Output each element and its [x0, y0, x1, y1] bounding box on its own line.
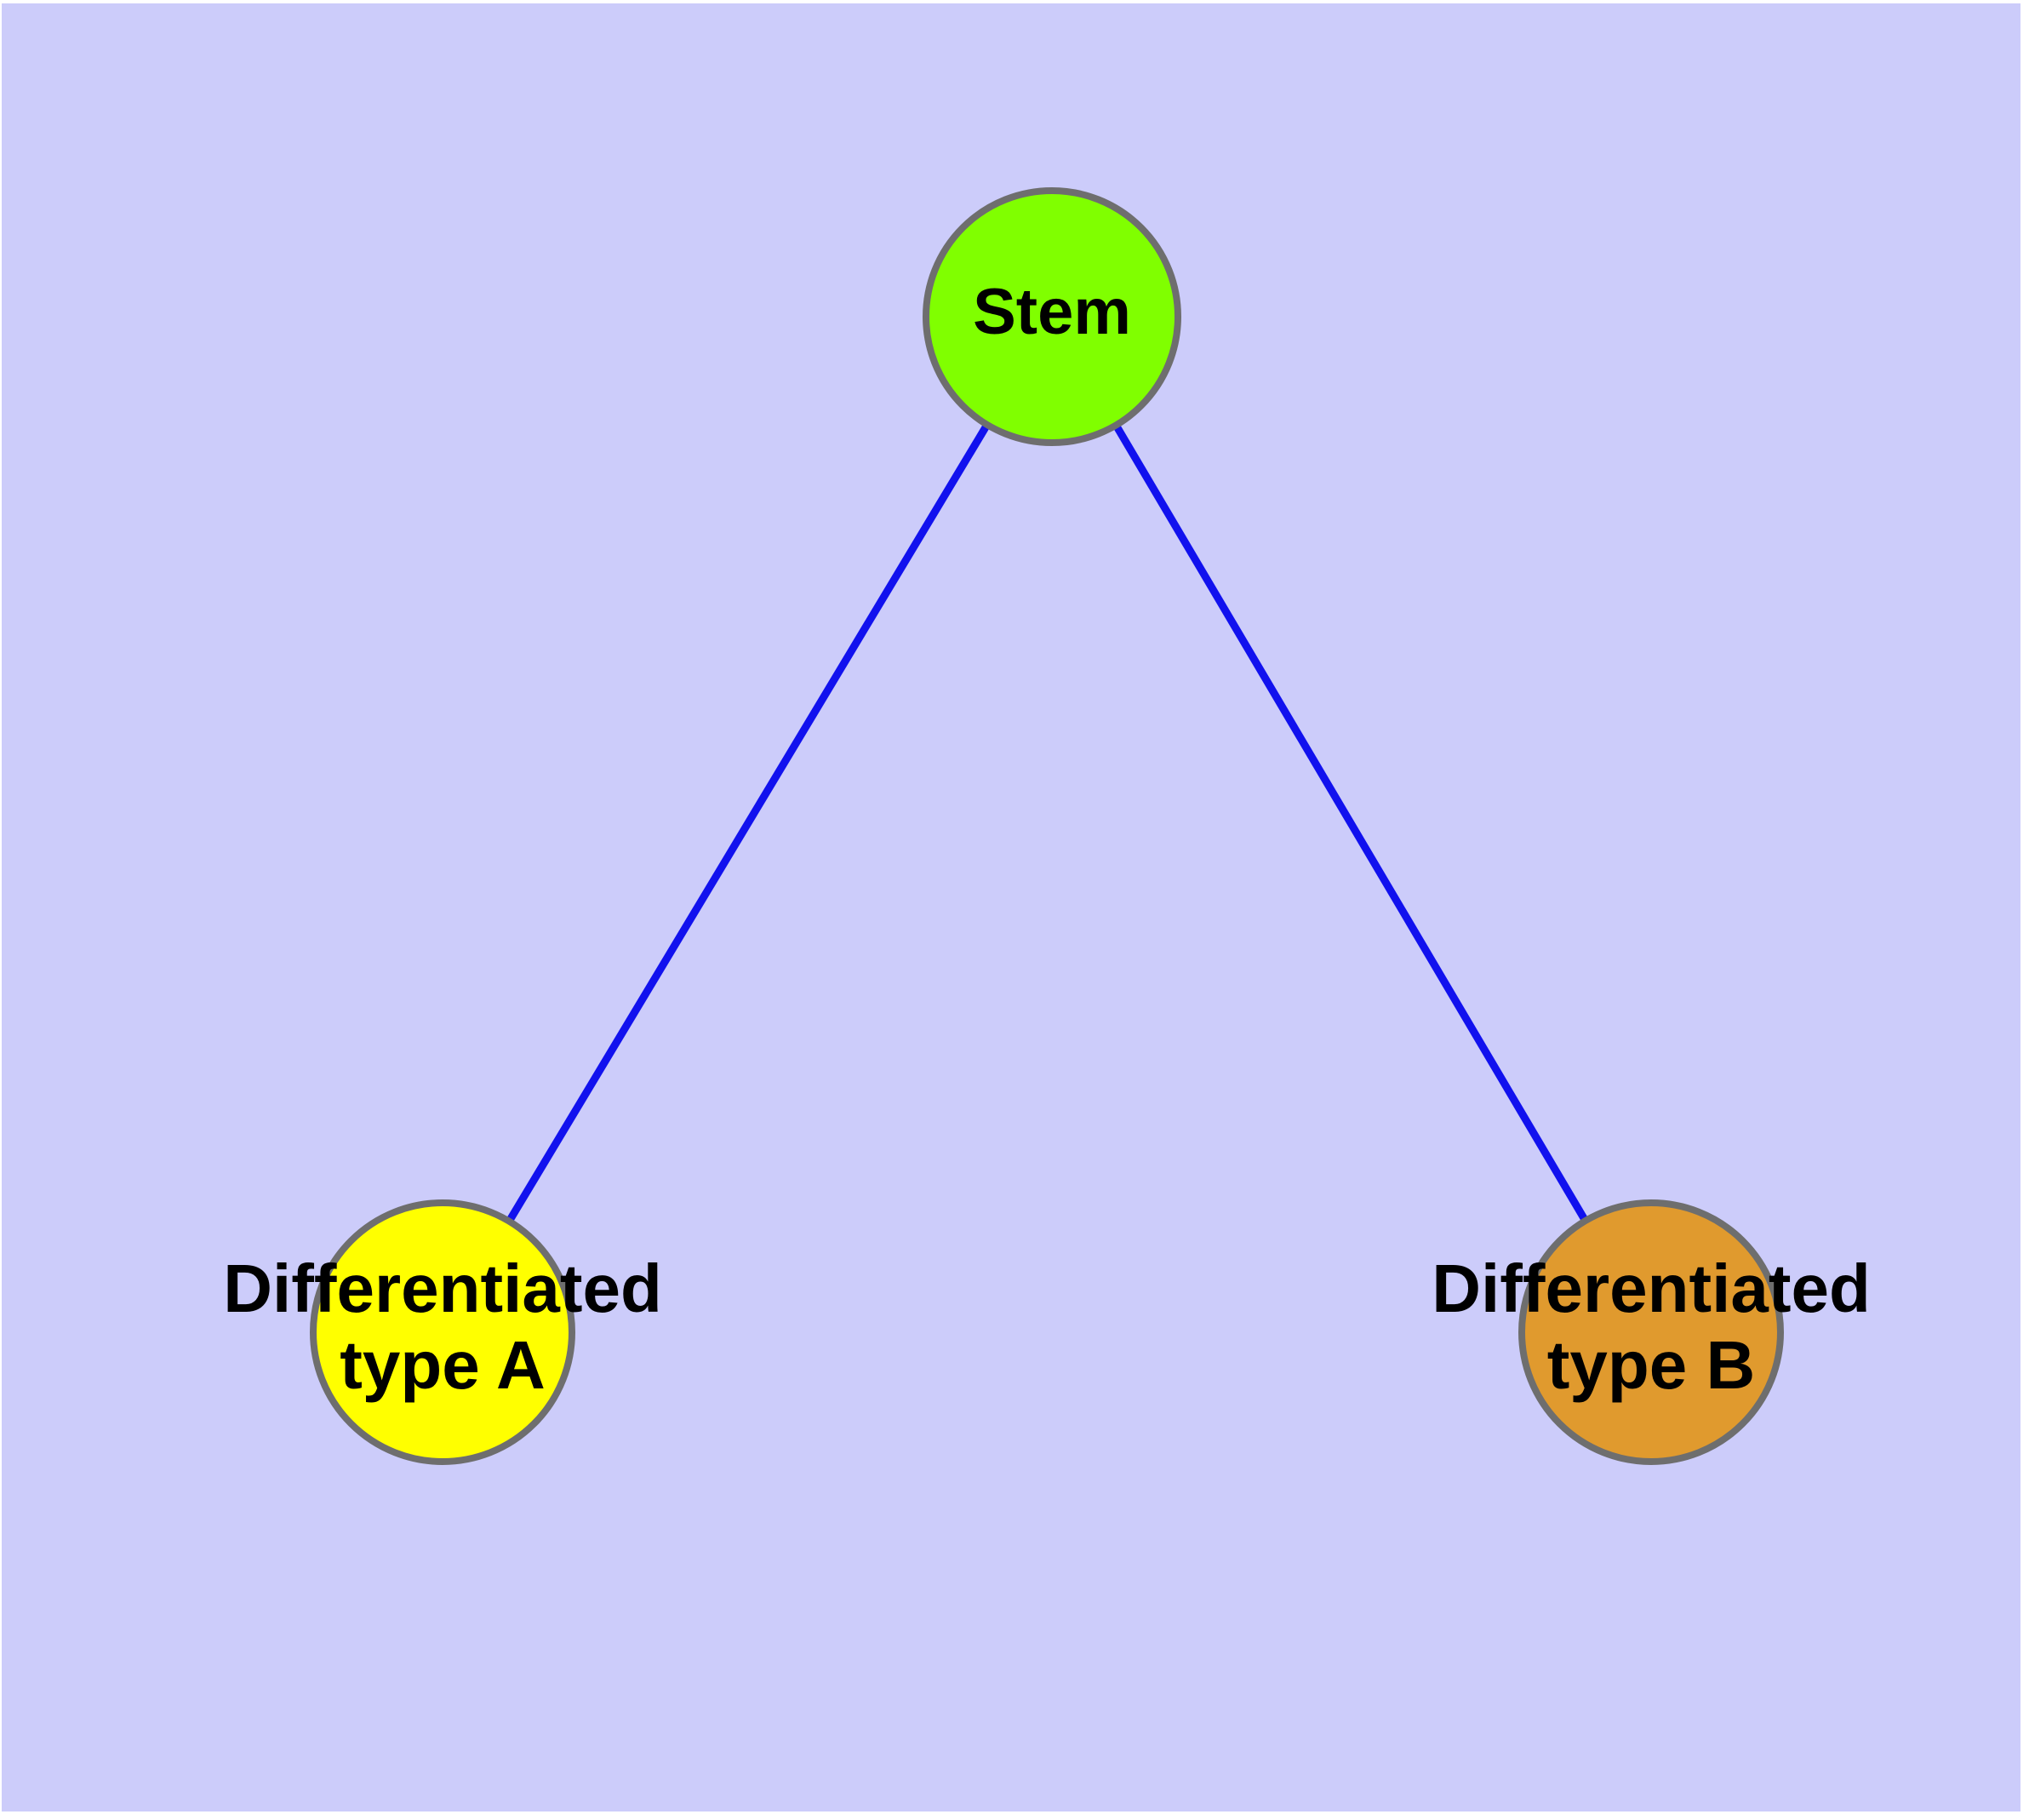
- node-circle-stem[interactable]: [923, 187, 1181, 446]
- nodes-group: [310, 187, 1784, 1465]
- node-circle-differentiated-type-b[interactable]: [1518, 1199, 1784, 1465]
- node-label-line: Differentiated: [223, 1251, 662, 1326]
- node-label-line: Stem: [973, 276, 1131, 348]
- edges-group: [506, 424, 1588, 1222]
- node-label-line: type A: [340, 1327, 546, 1403]
- edge-stem-to-differentiated-type-b[interactable]: [1113, 424, 1588, 1222]
- node-circle-differentiated-type-a[interactable]: [310, 1199, 575, 1465]
- node-label-line: type B: [1547, 1327, 1756, 1403]
- node-label-line: Differentiated: [1432, 1251, 1871, 1326]
- edge-stem-to-differentiated-type-a[interactable]: [506, 424, 990, 1222]
- node-label-stem: Stem: [973, 276, 1131, 348]
